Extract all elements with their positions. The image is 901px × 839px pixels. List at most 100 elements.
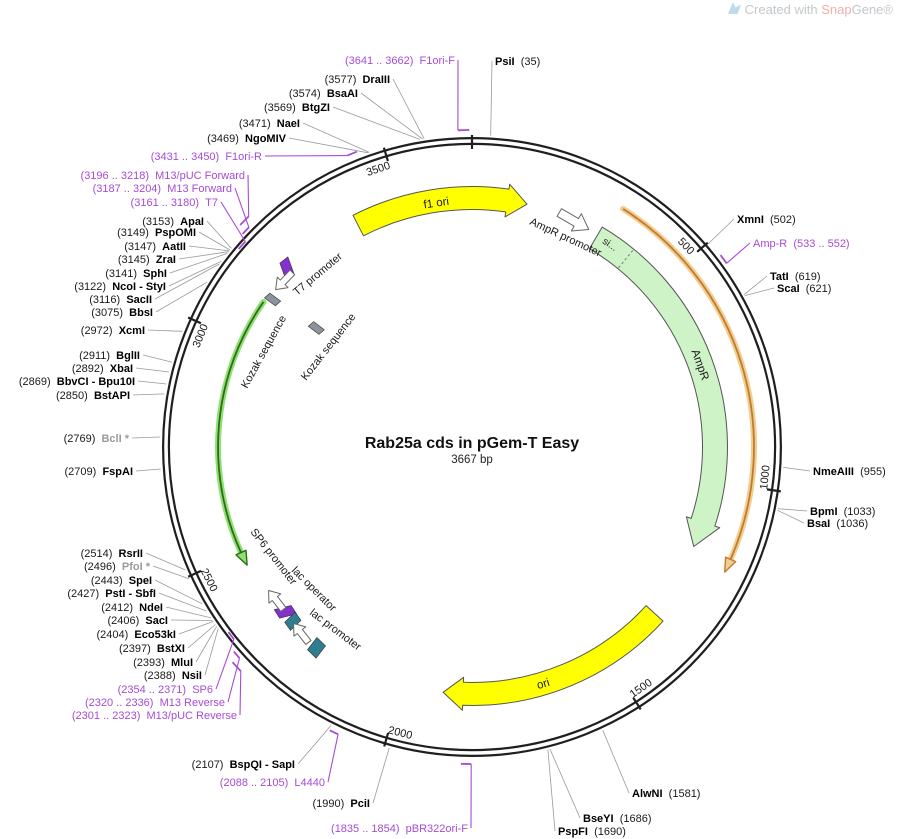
t7-direction-arrow-icon <box>275 269 296 291</box>
feature-label-kozak-sequence[interactable]: Kozak sequence <box>299 311 359 382</box>
enzyme-label-bbvci-bpu10i[interactable]: (2869) BbvCI - Bpu10I <box>19 376 135 388</box>
primer-leader-line <box>247 174 250 217</box>
enzyme-label-psti-sbfi[interactable]: (2427) PstI - SbfI <box>67 588 156 600</box>
enzyme-label-mlui[interactable]: (2393) MluI <box>133 657 193 669</box>
plasmid-length: 3667 bp <box>451 454 493 466</box>
primer-bracket-t7 <box>238 240 246 250</box>
enzyme-label-bstapi[interactable]: (2850) BstAPI <box>56 390 130 402</box>
enzyme-label-pspfi[interactable]: PspFI (1690) <box>558 826 626 838</box>
enzyme-leader-line <box>549 748 581 819</box>
enzyme-label-bsaai[interactable]: (3574) BsaAI <box>289 88 358 100</box>
enzyme-label-ndei[interactable]: (2412) NdeI <box>101 602 163 614</box>
glyph-lac-promoter[interactable] <box>307 636 327 659</box>
feature-rab25a-cds[interactable] <box>217 301 265 553</box>
primer-label-m13-puc-forward[interactable]: (3196 .. 3218) M13/pUC Forward <box>81 170 245 182</box>
feature-label-sp6-promoter[interactable]: SP6 promoter <box>248 526 299 587</box>
position-tick <box>766 488 781 493</box>
watermark: Created with SnapGene® <box>728 2 893 17</box>
enzyme-label-pspomi[interactable]: (3149) PspOMI <box>117 227 196 239</box>
enzyme-leader-line <box>744 287 775 296</box>
enzyme-label-tati[interactable]: TatI (619) <box>770 271 821 283</box>
enzyme-label-nsii[interactable]: (2388) NsiI <box>144 670 202 682</box>
enzyme-label-naei[interactable]: (3471) NaeI <box>239 118 300 130</box>
enzyme-label-xmni[interactable]: XmnI (502) <box>737 214 796 226</box>
enzyme-label-fspai[interactable]: (2709) FspAI <box>65 466 133 478</box>
enzyme-label-sacii[interactable]: (3116) SacII <box>89 294 152 306</box>
enzyme-label-ngomiv[interactable]: (3469) NgoMIV <box>207 133 287 145</box>
enzyme-leader-line <box>777 509 805 524</box>
primer-leader-line <box>239 671 242 716</box>
primer-label-f1ori-f[interactable]: (3641 .. 3662) F1ori-F <box>345 55 455 67</box>
feature-arrowhead-rab25a-cds <box>235 549 248 566</box>
primer-label-m13-puc-reverse[interactable]: (2301 .. 2323) M13/pUC Reverse <box>72 710 237 722</box>
primer-label-l4440[interactable]: (2088 .. 2105) L4440 <box>220 777 325 789</box>
feature-label-f1-ori[interactable]: f1 ori <box>423 196 450 212</box>
primer-label-t7[interactable]: (3161 .. 3180) T7 <box>131 197 218 209</box>
enzyme-leader-line <box>169 253 228 274</box>
enzyme-label-bspqi-sapi[interactable]: (2107) BspQI - SapI <box>192 759 295 771</box>
feature-layer <box>215 183 757 711</box>
enzyme-label-bsai[interactable]: BsaI (1036) <box>807 518 868 530</box>
enzyme-label-spei[interactable]: (2443) SpeI <box>91 575 152 587</box>
enzyme-label-xcmi[interactable]: (2972) XcmI <box>81 325 145 337</box>
enzyme-leader-line <box>178 621 214 635</box>
enzyme-label-pcii[interactable]: (1990) PciI <box>313 798 371 810</box>
enzyme-leader-line <box>168 261 222 287</box>
enzyme-label-bcli[interactable]: (2769) BclI * <box>64 433 130 445</box>
enzyme-leader-line <box>135 468 161 472</box>
enzyme-leader-line <box>195 626 218 663</box>
enzyme-label-bseyi[interactable]: BseYI (1686) <box>583 813 651 825</box>
enzyme-label-bbsi[interactable]: (3075) BbsI <box>91 307 153 319</box>
primer-label-amp-r[interactable]: Amp-R (533 .. 552) <box>753 238 850 250</box>
primer-label-f1ori-r[interactable]: (3431 .. 3450) F1ori-R <box>151 151 262 163</box>
enzyme-leader-line <box>188 245 230 252</box>
enzyme-leader-line <box>145 552 186 571</box>
primer-leader-line <box>234 187 250 228</box>
primer-leader-line <box>227 657 241 703</box>
enzyme-label-zrai[interactable]: (3145) ZraI <box>118 254 176 266</box>
primer-bracket-f1ori-r <box>346 150 358 157</box>
primer-bracket-m13-forward <box>241 226 250 235</box>
glyph-kozak-sequence[interactable] <box>264 292 282 307</box>
enzyme-label-draiii[interactable]: (3577) DraIII <box>325 74 390 86</box>
enzyme-leader-line <box>147 329 183 332</box>
enzyme-label-xbai[interactable]: (2892) XbaI <box>72 363 133 375</box>
enzyme-label-ncoi-styi[interactable]: (3122) NcoI - StyI <box>74 281 166 293</box>
enzyme-label-bpmi[interactable]: BpmI (1033) <box>810 506 875 518</box>
primer-leader-line <box>726 242 751 264</box>
feature-label-t7-promoter[interactable]: T7 promoter <box>291 250 345 298</box>
enzyme-label-scai[interactable]: ScaI (621) <box>777 283 831 295</box>
enzyme-label-bstxi[interactable]: (2397) BstXI <box>119 643 185 655</box>
primer-label-sp6[interactable]: (2354 .. 2371) SP6 <box>118 684 213 696</box>
plasmid-title: Rab25a cds in pGem-T Easy <box>365 435 579 452</box>
enzyme-leader-line <box>165 606 212 619</box>
enzyme-label-nmeaiii[interactable]: NmeAIII (955) <box>813 466 886 478</box>
enzyme-label-psii[interactable]: PsiI (35) <box>495 56 540 68</box>
glyph-lac-operator[interactable] <box>284 611 302 631</box>
primer-label-pbr322ori-f[interactable]: (1835 .. 1854) pBR322ori-F <box>331 823 468 835</box>
sp6-direction-arrow-icon <box>268 590 287 612</box>
position-tick <box>383 732 390 747</box>
feature-divider <box>618 249 634 269</box>
enzyme-label-eco53ki[interactable]: (2404) Eco53kI <box>96 629 176 641</box>
feature-label-ampr-promoter[interactable]: AmpR promoter <box>528 216 604 260</box>
enzyme-leader-line <box>708 218 735 244</box>
enzyme-label-sphi[interactable]: (3141) SphI <box>105 268 167 280</box>
feature-label-ori[interactable]: ori <box>536 677 552 692</box>
feature-ori[interactable] <box>442 605 664 711</box>
enzyme-label-aatii[interactable]: (3147) AatII <box>124 241 186 253</box>
feature-ampr[interactable] <box>588 226 728 547</box>
primer-label-m13-reverse[interactable]: (2320 .. 2336) M13 Reverse <box>85 697 225 709</box>
glyph-kozak-sequence[interactable] <box>307 321 325 336</box>
enzyme-label-saci[interactable]: (2406) SacI <box>107 615 168 627</box>
enzyme-label-rsrii[interactable]: (2514) RsrII <box>81 548 143 560</box>
enzyme-label-apai[interactable]: (3153) ApaI <box>142 216 204 228</box>
enzyme-label-alwni[interactable]: AlwNI (1581) <box>632 788 700 800</box>
feature-f1-ori[interactable] <box>352 183 528 237</box>
enzyme-label-bglii[interactable]: (2911) BglII <box>79 350 140 362</box>
primer-label-m13-forward[interactable]: (3187 .. 3204) M13 Forward <box>93 183 232 195</box>
enzyme-label-btgzi[interactable]: (3569) BtgZI <box>264 102 330 114</box>
feature-ampr-gene[interactable] <box>622 208 755 560</box>
primer-leader-line <box>327 734 339 783</box>
enzyme-label-pfoi[interactable]: (2496) PfoI * <box>84 561 151 573</box>
